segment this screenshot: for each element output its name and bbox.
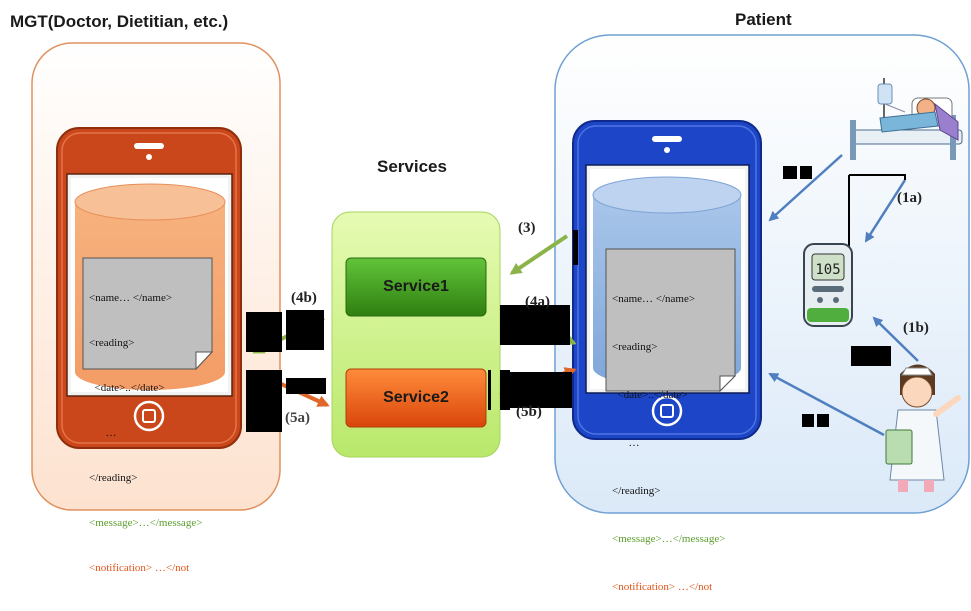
mgt-document-sheet [82, 257, 214, 371]
doc-line-name: <name… </name> [89, 292, 173, 304]
doc-line-ellipsis: … [89, 427, 117, 439]
doc-line-message: <message>…</message> [612, 533, 726, 545]
doc-line-ellipsis: … [612, 437, 640, 449]
mgt-heading: MGT(Doctor, Dietitian, etc.) [10, 12, 229, 31]
doc-line-name: <name… </name> [612, 293, 696, 305]
step-label-1a: (1a) [897, 190, 922, 206]
diagram-canvas: 105 [31, 34, 970, 514]
doc-line-reading-close: </reading> [612, 485, 661, 497]
redaction-blocks [246, 166, 891, 432]
doc-line-message: <message>…</message> [89, 517, 203, 529]
patient-heading: Patient [735, 10, 792, 29]
doc-line-reading-open: <reading> [612, 341, 658, 353]
services-heading: Services [377, 157, 447, 176]
step-label-4b: (4b) [291, 290, 317, 306]
arrow-bed-to-glucometer [864, 179, 907, 243]
doc-line-notification: <notification> …</not [89, 562, 190, 574]
glucometer-icon: 105 [803, 243, 853, 327]
step-label-5a: (5a) [285, 410, 310, 426]
service1-box [345, 257, 487, 317]
nurse-icon [885, 364, 961, 492]
connector-line [849, 174, 906, 180]
doc-line-date: <date>..</date> [89, 382, 165, 394]
service2-box [345, 368, 487, 428]
arrow-3 [509, 234, 569, 275]
patient-document-text: <name… </name> <reading> <date>..</date>… [612, 259, 740, 611]
service2-label: Service2 [383, 389, 449, 406]
arrow-nurse-to-glucometer [872, 316, 919, 362]
doc-line-reading-open: <reading> [89, 337, 135, 349]
step-label-5b: (5b) [516, 404, 542, 420]
doc-line-notification: <notification> …</not [612, 581, 713, 593]
doc-line-date: <date>..</date> [612, 389, 688, 401]
service1-label: Service1 [383, 278, 449, 295]
arrow-nurse-to-phone [768, 372, 885, 437]
step-label-4a: (4a) [525, 294, 550, 310]
step-label-3: (3) [518, 220, 536, 236]
hospital-bed-patient-icon [850, 78, 963, 160]
doc-line-reading-close: </reading> [89, 472, 138, 484]
svg-text:105: 105 [815, 262, 840, 278]
arrow-bed-to-phone [768, 154, 843, 222]
step-label-1b: (1b) [903, 320, 929, 336]
patient-document-sheet [605, 248, 737, 393]
mgt-document-text: <name… </name> <reading> <date>..</date>… [89, 261, 209, 591]
